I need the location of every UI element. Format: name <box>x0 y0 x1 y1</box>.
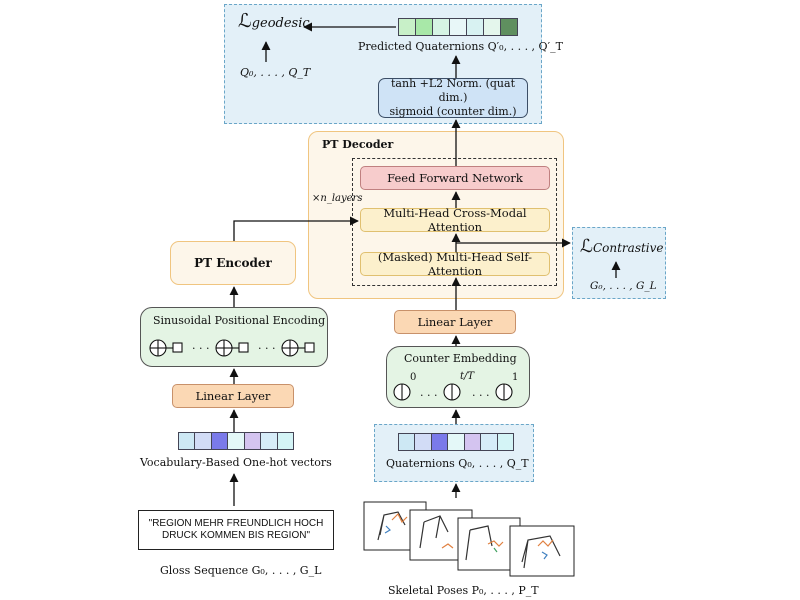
quaternion-cell <box>415 433 432 451</box>
gloss-text-line-1: "REGION MEHR FREUNDLICH HOCH <box>148 517 324 529</box>
predicted-quaternion-cell <box>416 18 433 36</box>
one-hot-vector <box>178 432 294 450</box>
counter-zero-label: 0 <box>410 372 417 383</box>
normalization-box: tanh +L2 Norm. (quat dim.) sigmoid (coun… <box>378 77 528 118</box>
gloss-text-box: "REGION MEHR FREUNDLICH HOCH DRUCK KOMME… <box>138 510 334 550</box>
quaternion-cell <box>497 433 514 451</box>
predicted-quaternion-cell <box>398 18 416 36</box>
feed-forward-box: Feed Forward Network <box>360 166 550 190</box>
self-attention-box: (Masked) Multi-Head Self-Attention <box>360 250 550 278</box>
predicted-quaternion-cell <box>501 18 518 36</box>
predicted-quaternion-cell <box>450 18 467 36</box>
positional-encoding-label: Sinusoidal Positional Encoding <box>153 314 326 327</box>
one-hot-cell <box>211 432 229 450</box>
geodesic-loss-label: ℒgeodesic <box>238 10 310 32</box>
counter-t-label: t/T <box>460 371 475 382</box>
quaternion-cell <box>398 433 416 451</box>
counter-dots-1: . . . <box>420 386 438 399</box>
one-hot-cell <box>195 432 212 450</box>
counter-embedding-label: Counter Embedding <box>404 352 517 365</box>
skeletal-pose-frames <box>363 501 575 577</box>
positional-encoding-box <box>140 307 328 367</box>
predicted-quaternion-cell <box>433 18 450 36</box>
predicted-quaternions-label: Predicted Quaternions Q′₀, . . . , Q′_T <box>358 40 563 53</box>
positional-encoding-symbols <box>149 339 315 357</box>
predicted-quaternion-cell <box>467 18 484 36</box>
one-hot-cell <box>244 432 262 450</box>
normalization-quat-line: tanh +L2 Norm. (quat dim.) <box>391 77 515 105</box>
one-hot-cell <box>277 432 294 450</box>
quaternion-cell <box>448 433 465 451</box>
quaternion-vector <box>398 433 514 451</box>
encoder-dots-1: . . . <box>192 339 210 352</box>
predicted-quaternion-cell <box>484 18 501 36</box>
counter-one-label: 1 <box>512 372 519 383</box>
skeletal-poses-label: Skeletal Poses P₀, . . . , P_T <box>388 584 539 597</box>
n-layers-label: ×n_layers <box>312 193 363 204</box>
one-hot-cell <box>261 432 278 450</box>
contrastive-target-label: G₀, . . . , G_L <box>590 280 657 292</box>
gloss-sequence-label: Gloss Sequence G₀, . . . , G_L <box>160 564 322 577</box>
encoder-dots-2: . . . <box>258 339 276 352</box>
arrow-encoder-to-cross-attention <box>233 216 359 241</box>
gloss-text-line-2: DRUCK KOMMEN BIS REGION" <box>161 530 310 541</box>
quaternions-label: Quaternions Q₀, . . . , Q_T <box>386 457 529 470</box>
cross-attention-box: Multi-Head Cross-Modal Attention <box>360 206 550 234</box>
counter-dots-2: . . . <box>472 386 490 399</box>
encoder-box: PT Encoder <box>170 241 296 285</box>
one-hot-label: Vocabulary-Based One-hot vectors <box>140 456 332 469</box>
decoder-title: PT Decoder <box>322 138 394 151</box>
predicted-quaternion-vector <box>398 18 518 36</box>
decoder-linear-box: Linear Layer <box>394 310 516 334</box>
geodesic-target-label: Q₀, . . . , Q_T <box>240 66 311 79</box>
normalization-counter-line: sigmoid (counter dim.) <box>389 104 517 118</box>
one-hot-cell <box>178 432 196 450</box>
encoder-linear-box: Linear Layer <box>172 384 294 408</box>
quaternion-cell <box>481 433 498 451</box>
quaternion-cell <box>431 433 449 451</box>
counter-embedding-symbols <box>393 383 513 401</box>
quaternion-cell <box>464 433 482 451</box>
one-hot-cell <box>228 432 245 450</box>
contrastive-loss-label: ℒContrastive <box>580 236 664 257</box>
